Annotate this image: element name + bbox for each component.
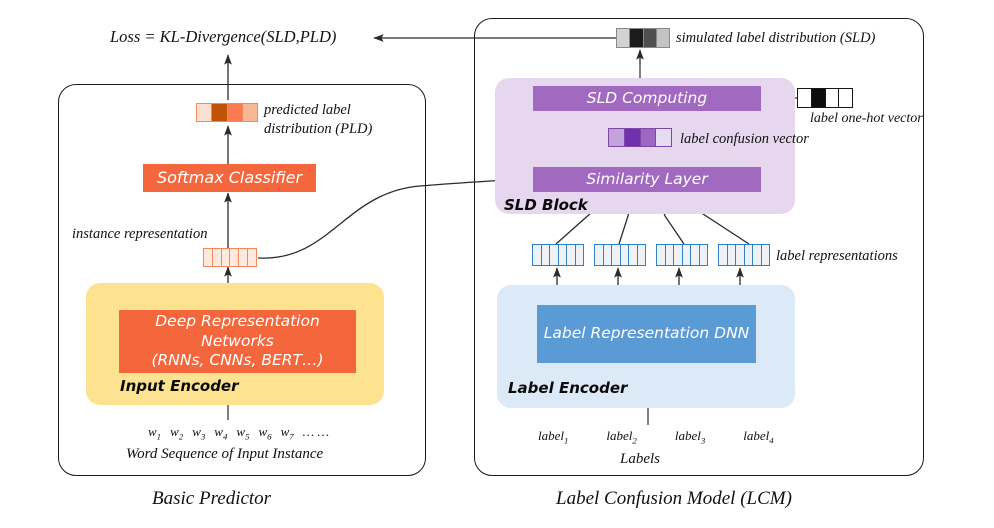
- label-rep-2-cell-4: [620, 245, 629, 265]
- pld-vector: [196, 103, 258, 122]
- sld-label: simulated label distribution (SLD): [676, 30, 876, 46]
- label-token-1: label1: [538, 428, 569, 446]
- token-w6: w6: [258, 424, 272, 442]
- sld-cell-2: [630, 29, 644, 47]
- instance-rep-cell-2: [212, 249, 222, 266]
- similarity-layer-box[interactable]: Similarity Layer: [533, 167, 761, 192]
- lcv-cell-4: [656, 129, 671, 146]
- instance-rep-cell-5: [239, 249, 249, 266]
- token-w1: w1: [148, 424, 162, 442]
- labels-caption: Labels: [620, 451, 661, 467]
- lcm-caption: Label Confusion Model (LCM): [556, 488, 792, 509]
- word-sequence-caption: Word Sequence of Input Instance: [126, 446, 324, 462]
- input-token-row: w1 w2 w3 w4 w5 w6 w7 … …: [148, 424, 329, 442]
- label-rep-3-cell-4: [682, 245, 691, 265]
- lcv-cell-2: [624, 129, 641, 146]
- onehot-cell-3: [825, 89, 840, 107]
- pld-cell-1: [197, 104, 213, 121]
- label-confusion-vector-label: label confusion vector: [680, 131, 809, 147]
- label-encoder-caption: Label Encoder: [508, 379, 628, 397]
- sld-computing-box[interactable]: SLD Computing: [533, 86, 761, 111]
- label-rep-3-cell-5: [691, 245, 700, 265]
- loss-title: Loss = KL-Divergence(SLD,PLD): [110, 27, 337, 46]
- lcm-panel: [474, 18, 924, 476]
- label-token-3: label3: [674, 428, 706, 446]
- label-representation-vector-3: [656, 244, 708, 266]
- token-w4: w4: [214, 424, 228, 442]
- sld-block-caption: SLD Block: [504, 196, 588, 214]
- drn-line-1: Deep Representation Networks: [155, 312, 320, 350]
- drn-line-2: (RNNs, CNNs, BERT…): [151, 351, 324, 370]
- token-w5: w5: [236, 424, 250, 442]
- instance-representation-vector: [203, 248, 257, 267]
- label-rep-1-cell-5: [567, 245, 576, 265]
- token-w7: w7: [280, 424, 294, 442]
- label-rep-3-cell-3: [674, 245, 683, 265]
- label-rep-3-cell-6: [699, 245, 707, 265]
- basic-predictor-panel: [58, 84, 426, 476]
- label-rep-1-cell-4: [558, 245, 567, 265]
- sld-cell-4: [656, 29, 669, 47]
- softmax-classifier-box[interactable]: Softmax Classifier: [143, 164, 316, 192]
- label-one-hot-vector: [797, 88, 853, 108]
- label-one-hot-vector-label: label one-hot vector: [810, 111, 923, 126]
- input-encoder-caption: Input Encoder: [120, 377, 239, 395]
- sld-computing-label: SLD Computing: [586, 88, 708, 107]
- label-representation-vector-1: [532, 244, 584, 266]
- pld-label: predicted label distribution (PLD): [264, 102, 373, 137]
- label-rep-3-cell-1: [657, 245, 666, 265]
- lcv-cell-3: [640, 129, 657, 146]
- basic-predictor-caption: Basic Predictor: [152, 488, 272, 509]
- instance-rep-cell-4: [230, 249, 240, 266]
- label-rep-4-cell-4: [744, 245, 753, 265]
- label-rep-2-cell-6: [637, 245, 645, 265]
- label-token-2: label2: [606, 428, 637, 446]
- instance-rep-cell-3: [221, 249, 231, 266]
- label-rep-1-cell-2: [541, 245, 550, 265]
- label-representation-dnn-box[interactable]: Label Representation DNN: [537, 305, 756, 363]
- label-rep-1-cell-1: [533, 245, 542, 265]
- onehot-cell-1: [798, 89, 812, 107]
- label-rep-1-cell-6: [575, 245, 583, 265]
- label-rep-2-cell-1: [595, 245, 604, 265]
- instance-rep-cell-1: [204, 249, 213, 266]
- label-representation-vector-4: [718, 244, 770, 266]
- label-rep-2-cell-5: [629, 245, 638, 265]
- softmax-classifier-label: Softmax Classifier: [156, 168, 303, 187]
- label-representations-label: label representations: [776, 248, 898, 264]
- similarity-layer-label: Similarity Layer: [586, 169, 708, 188]
- label-rep-3-cell-2: [665, 245, 674, 265]
- labels-row: label1 label2 label3 label4: [538, 428, 774, 446]
- label-rep-4-cell-3: [736, 245, 745, 265]
- pld-cell-3: [227, 104, 243, 121]
- sld-cell-3: [643, 29, 657, 47]
- pld-cell-4: [242, 104, 257, 121]
- label-rep-4-cell-5: [753, 245, 762, 265]
- lcv-cell-1: [609, 129, 625, 146]
- token-w3: w3: [192, 424, 206, 442]
- instance-rep-cell-6: [248, 249, 256, 266]
- pld-cell-2: [212, 104, 228, 121]
- sld-vector: [616, 28, 670, 48]
- label-representation-dnn-label: Label Representation DNN: [543, 324, 750, 343]
- label-confusion-vector: [608, 128, 672, 147]
- label-rep-4-cell-2: [727, 245, 736, 265]
- token-ellipsis: … …: [302, 424, 330, 439]
- label-rep-4-cell-6: [761, 245, 769, 265]
- label-rep-1-cell-3: [550, 245, 559, 265]
- label-rep-4-cell-1: [719, 245, 728, 265]
- instance-representation-label: instance representation: [72, 226, 208, 242]
- label-representation-vector-2: [594, 244, 646, 266]
- deep-representation-networks-box[interactable]: Deep Representation Networks (RNNs, CNNs…: [119, 310, 356, 373]
- label-rep-2-cell-2: [603, 245, 612, 265]
- sld-cell-1: [617, 29, 631, 47]
- label-token-4: label4: [743, 428, 774, 446]
- onehot-cell-2: [811, 89, 826, 107]
- onehot-cell-4: [839, 89, 852, 107]
- label-rep-2-cell-3: [612, 245, 621, 265]
- token-w2: w2: [170, 424, 184, 442]
